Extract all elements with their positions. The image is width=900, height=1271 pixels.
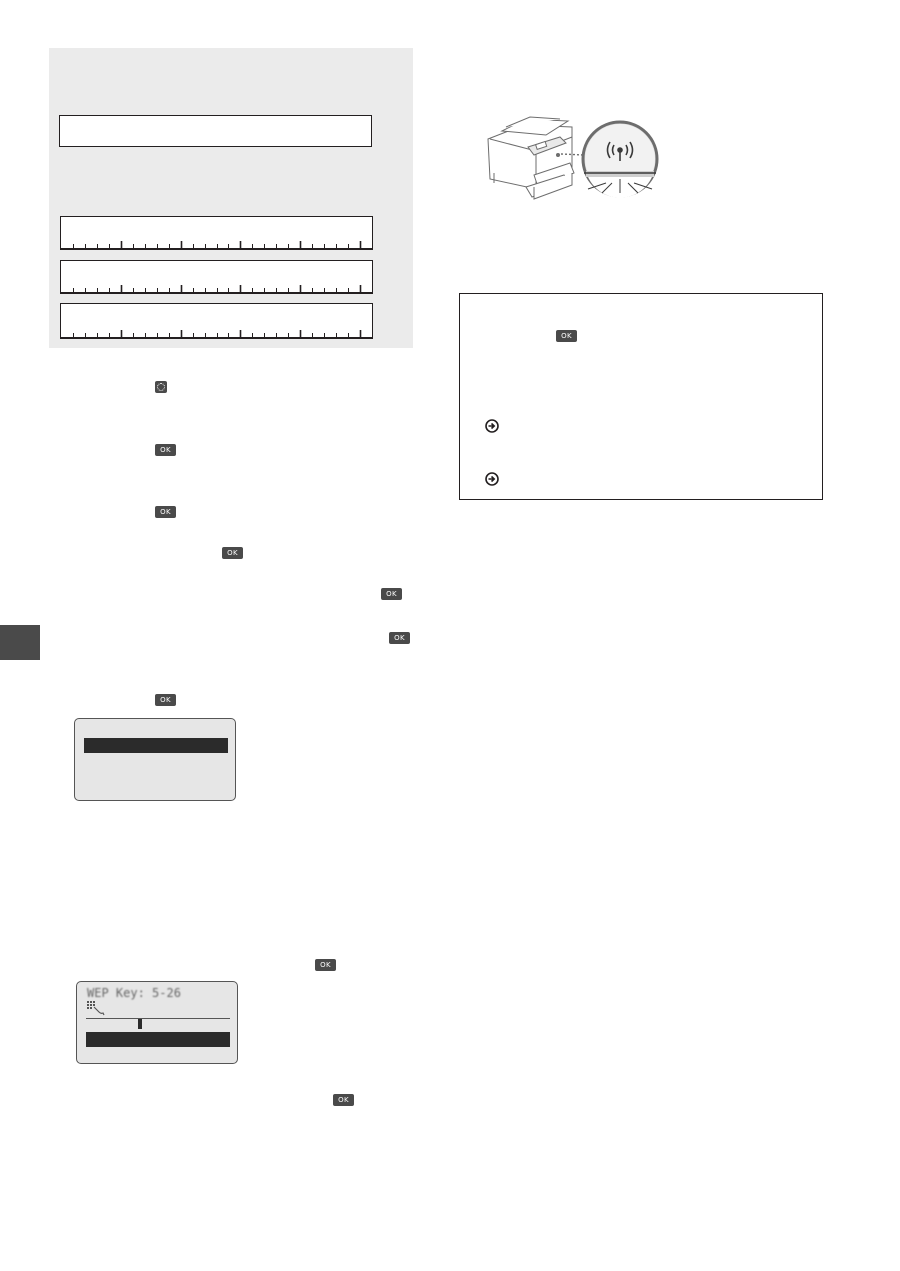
ok-key-icon: OK — [315, 959, 336, 971]
key-ruler-2 — [61, 285, 372, 293]
wireless-signal-icon — [606, 141, 634, 161]
keypad-input-icon — [87, 1001, 105, 1016]
lcd-highlight-bar — [84, 738, 228, 753]
arrow-circle-right-icon — [485, 419, 499, 433]
ok-key-icon: OK — [389, 632, 410, 644]
ok-key-icon: OK — [333, 1094, 354, 1106]
lcd-text-cursor — [138, 1019, 142, 1029]
ok-key-icon: OK — [381, 588, 402, 600]
arrow-circle-right-icon — [485, 472, 499, 486]
key-ruler-1 — [61, 241, 372, 249]
ok-key-icon: OK — [155, 506, 176, 518]
key-ruler-3 — [61, 330, 372, 338]
ssid-write-box[interactable] — [59, 115, 372, 147]
key-write-box-1[interactable] — [60, 216, 373, 250]
lcd-highlight-bar — [86, 1032, 230, 1047]
info-box: OK — [459, 293, 823, 500]
ok-key-icon: OK — [222, 547, 243, 559]
key-write-box-3[interactable] — [60, 303, 373, 339]
lcd-screen-wep-key: WEP Key: 5-26 — [76, 981, 238, 1064]
lcd-screen-selection — [74, 718, 236, 801]
lcd-input-line — [86, 1018, 230, 1019]
ok-key-icon: OK — [556, 330, 577, 342]
record-panel — [49, 48, 413, 348]
lcd-wep-title: WEP Key: 5-26 — [87, 986, 181, 1000]
chapter-tab — [0, 625, 40, 660]
printer-illustration — [487, 116, 659, 200]
settings-menu-icon — [155, 381, 167, 393]
key-write-box-2[interactable] — [60, 260, 373, 294]
ok-key-icon: OK — [155, 444, 176, 456]
ok-key-icon: OK — [155, 694, 176, 706]
